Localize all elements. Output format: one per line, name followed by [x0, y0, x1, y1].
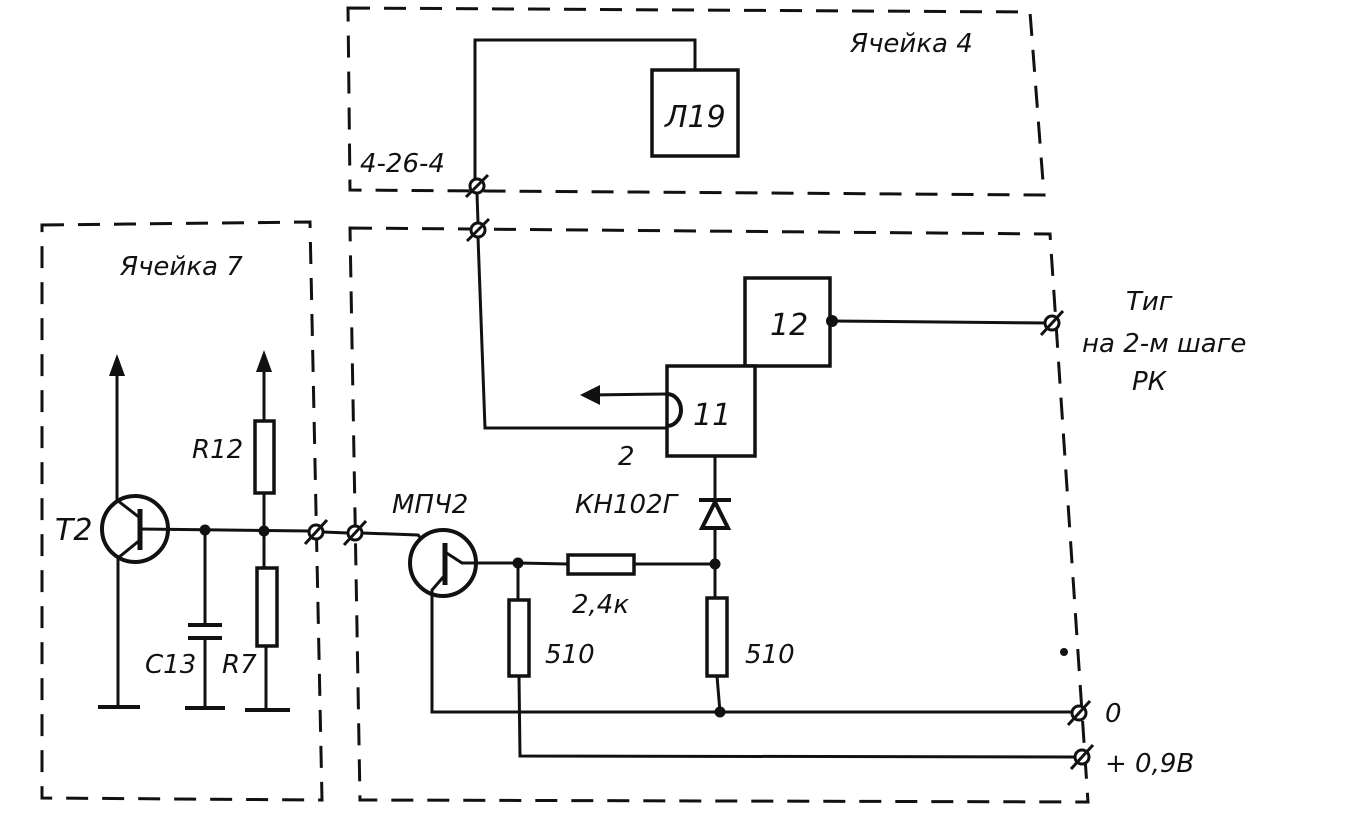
output-terminal: [1039, 309, 1065, 337]
supply-label: + 0,9В: [1105, 749, 1194, 779]
zener-label: КН102Г: [575, 490, 680, 520]
speck: [1060, 648, 1068, 656]
r-510-b-label: 510: [745, 640, 795, 670]
block-12-label: 12: [770, 308, 808, 343]
zero-terminal: [1066, 699, 1092, 727]
main-cell-boundary: [348, 226, 1090, 804]
output-label-line2: на 2-м шаге: [1082, 329, 1246, 359]
t2-collector-wire: [115, 362, 141, 520]
c13-label: С13: [145, 650, 196, 680]
resistor-r7-icon: [255, 566, 279, 648]
block-11-input-arc: [666, 392, 683, 428]
block-12-box: [743, 276, 832, 368]
r7-label: R7: [222, 650, 257, 680]
zener-diode-icon: [698, 497, 732, 530]
resistor-2-4k-icon: [566, 553, 636, 576]
block-11-label: 11: [693, 398, 731, 433]
t2-emitter-wire: [116, 538, 141, 707]
pin-2-label: 2: [618, 442, 635, 472]
block-11-arrow-line: [589, 392, 668, 397]
output-label-line3: РК: [1132, 367, 1168, 397]
t2-label: Т2: [55, 513, 92, 548]
connector-label: 4-26-4: [360, 149, 445, 179]
zero-label: 0: [1105, 699, 1122, 729]
arrow-head-icon: [580, 385, 600, 405]
cell4-boundary: [346, 6, 1046, 197]
ground-node-dot: [714, 706, 726, 718]
r12-arrow-up-icon: [256, 350, 272, 372]
resistor-510-b-icon: [705, 596, 729, 678]
t2-base-wire: [139, 527, 311, 533]
output-wire: [831, 319, 1051, 325]
resistor-510-a-icon: [507, 598, 531, 678]
lamp-l19-box: [650, 68, 740, 158]
mp42-label: МПЧ2: [392, 490, 468, 520]
lamp-wire: [473, 38, 697, 186]
t2-arrow-up-icon: [109, 354, 125, 376]
r-510-a-label: 510: [545, 640, 595, 670]
supply-terminal: [1069, 743, 1095, 771]
cell7-boundary: [40, 220, 324, 802]
lamp-l19-label: Л19: [664, 100, 726, 135]
cell7-title: Ячейка 7: [119, 252, 243, 282]
output-label-line1: Тиг: [1126, 287, 1173, 317]
resistor-r12-icon: [253, 419, 276, 495]
mp42-collector-wire: [444, 550, 518, 565]
mp42-emitter-wire: [430, 574, 1072, 714]
wire-to-block11: [476, 236, 672, 430]
cell4-title: Ячейка 4: [849, 29, 973, 59]
supply-rail-wire: [517, 675, 1076, 759]
connector-bridge: [475, 192, 480, 224]
r12-label: R12: [192, 435, 243, 465]
r-series-label: 2,4к: [572, 590, 629, 620]
